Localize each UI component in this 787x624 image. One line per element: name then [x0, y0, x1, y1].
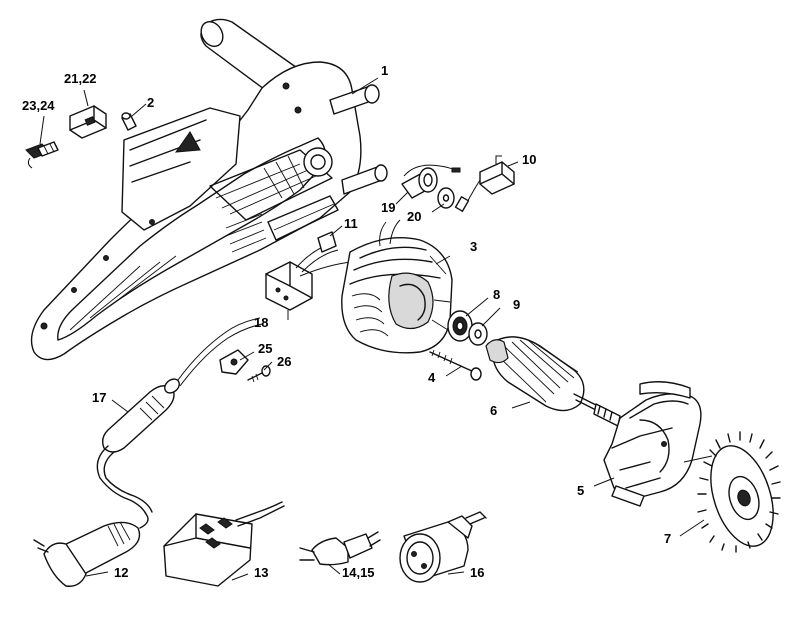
callout-11: 11 [344, 216, 358, 231]
pin-part [121, 112, 137, 131]
callout-10: 10 [522, 152, 537, 167]
callout-18: 18 [254, 315, 269, 330]
callout-2: 2 [147, 95, 155, 110]
callout-26: 26 [277, 354, 292, 369]
plug-13-part [163, 501, 285, 587]
callout-4: 4 [428, 370, 436, 385]
cable-clamp-part [219, 349, 249, 375]
callout-8: 8 [493, 287, 501, 302]
stator-part [341, 219, 453, 354]
callout-16: 16 [470, 565, 485, 580]
leader-lines [39, 77, 705, 581]
callout-6: 6 [490, 403, 498, 418]
brush-holder-part [69, 105, 107, 139]
adapter-16-part [399, 511, 487, 583]
plug-14-15-part [299, 531, 381, 566]
callout-3: 3 [470, 239, 478, 254]
callout-5: 5 [577, 483, 585, 498]
callout-7: 7 [664, 531, 672, 546]
switch-part [265, 231, 353, 311]
carbon-brush-part [25, 141, 59, 169]
cord-part [96, 317, 263, 515]
choke-part [401, 164, 461, 199]
callout-12: 12 [114, 565, 129, 580]
callout-13: 13 [254, 565, 269, 580]
callout-20: 20 [407, 209, 422, 224]
callout-25: 25 [258, 341, 273, 356]
gear-housing-part [603, 381, 702, 507]
bearing-part [447, 310, 473, 342]
callout-23-24: 23,24 [22, 98, 55, 113]
capacitor-part [454, 155, 515, 213]
washer-20-part [437, 187, 455, 209]
long-screw-part [429, 349, 482, 381]
washer-9-part [468, 322, 488, 346]
callout-1: 1 [381, 63, 389, 78]
small-screw-part [247, 365, 271, 383]
callout-9: 9 [513, 297, 521, 312]
callout-14-15: 14,15 [342, 565, 375, 580]
callout-19: 19 [381, 200, 396, 215]
callout-21-22: 21,22 [64, 71, 97, 86]
plug-12-part [33, 513, 149, 587]
callout-17: 17 [92, 390, 107, 405]
housing-part [30, 18, 388, 361]
gear-part [683, 431, 781, 553]
armature-part [485, 336, 621, 427]
